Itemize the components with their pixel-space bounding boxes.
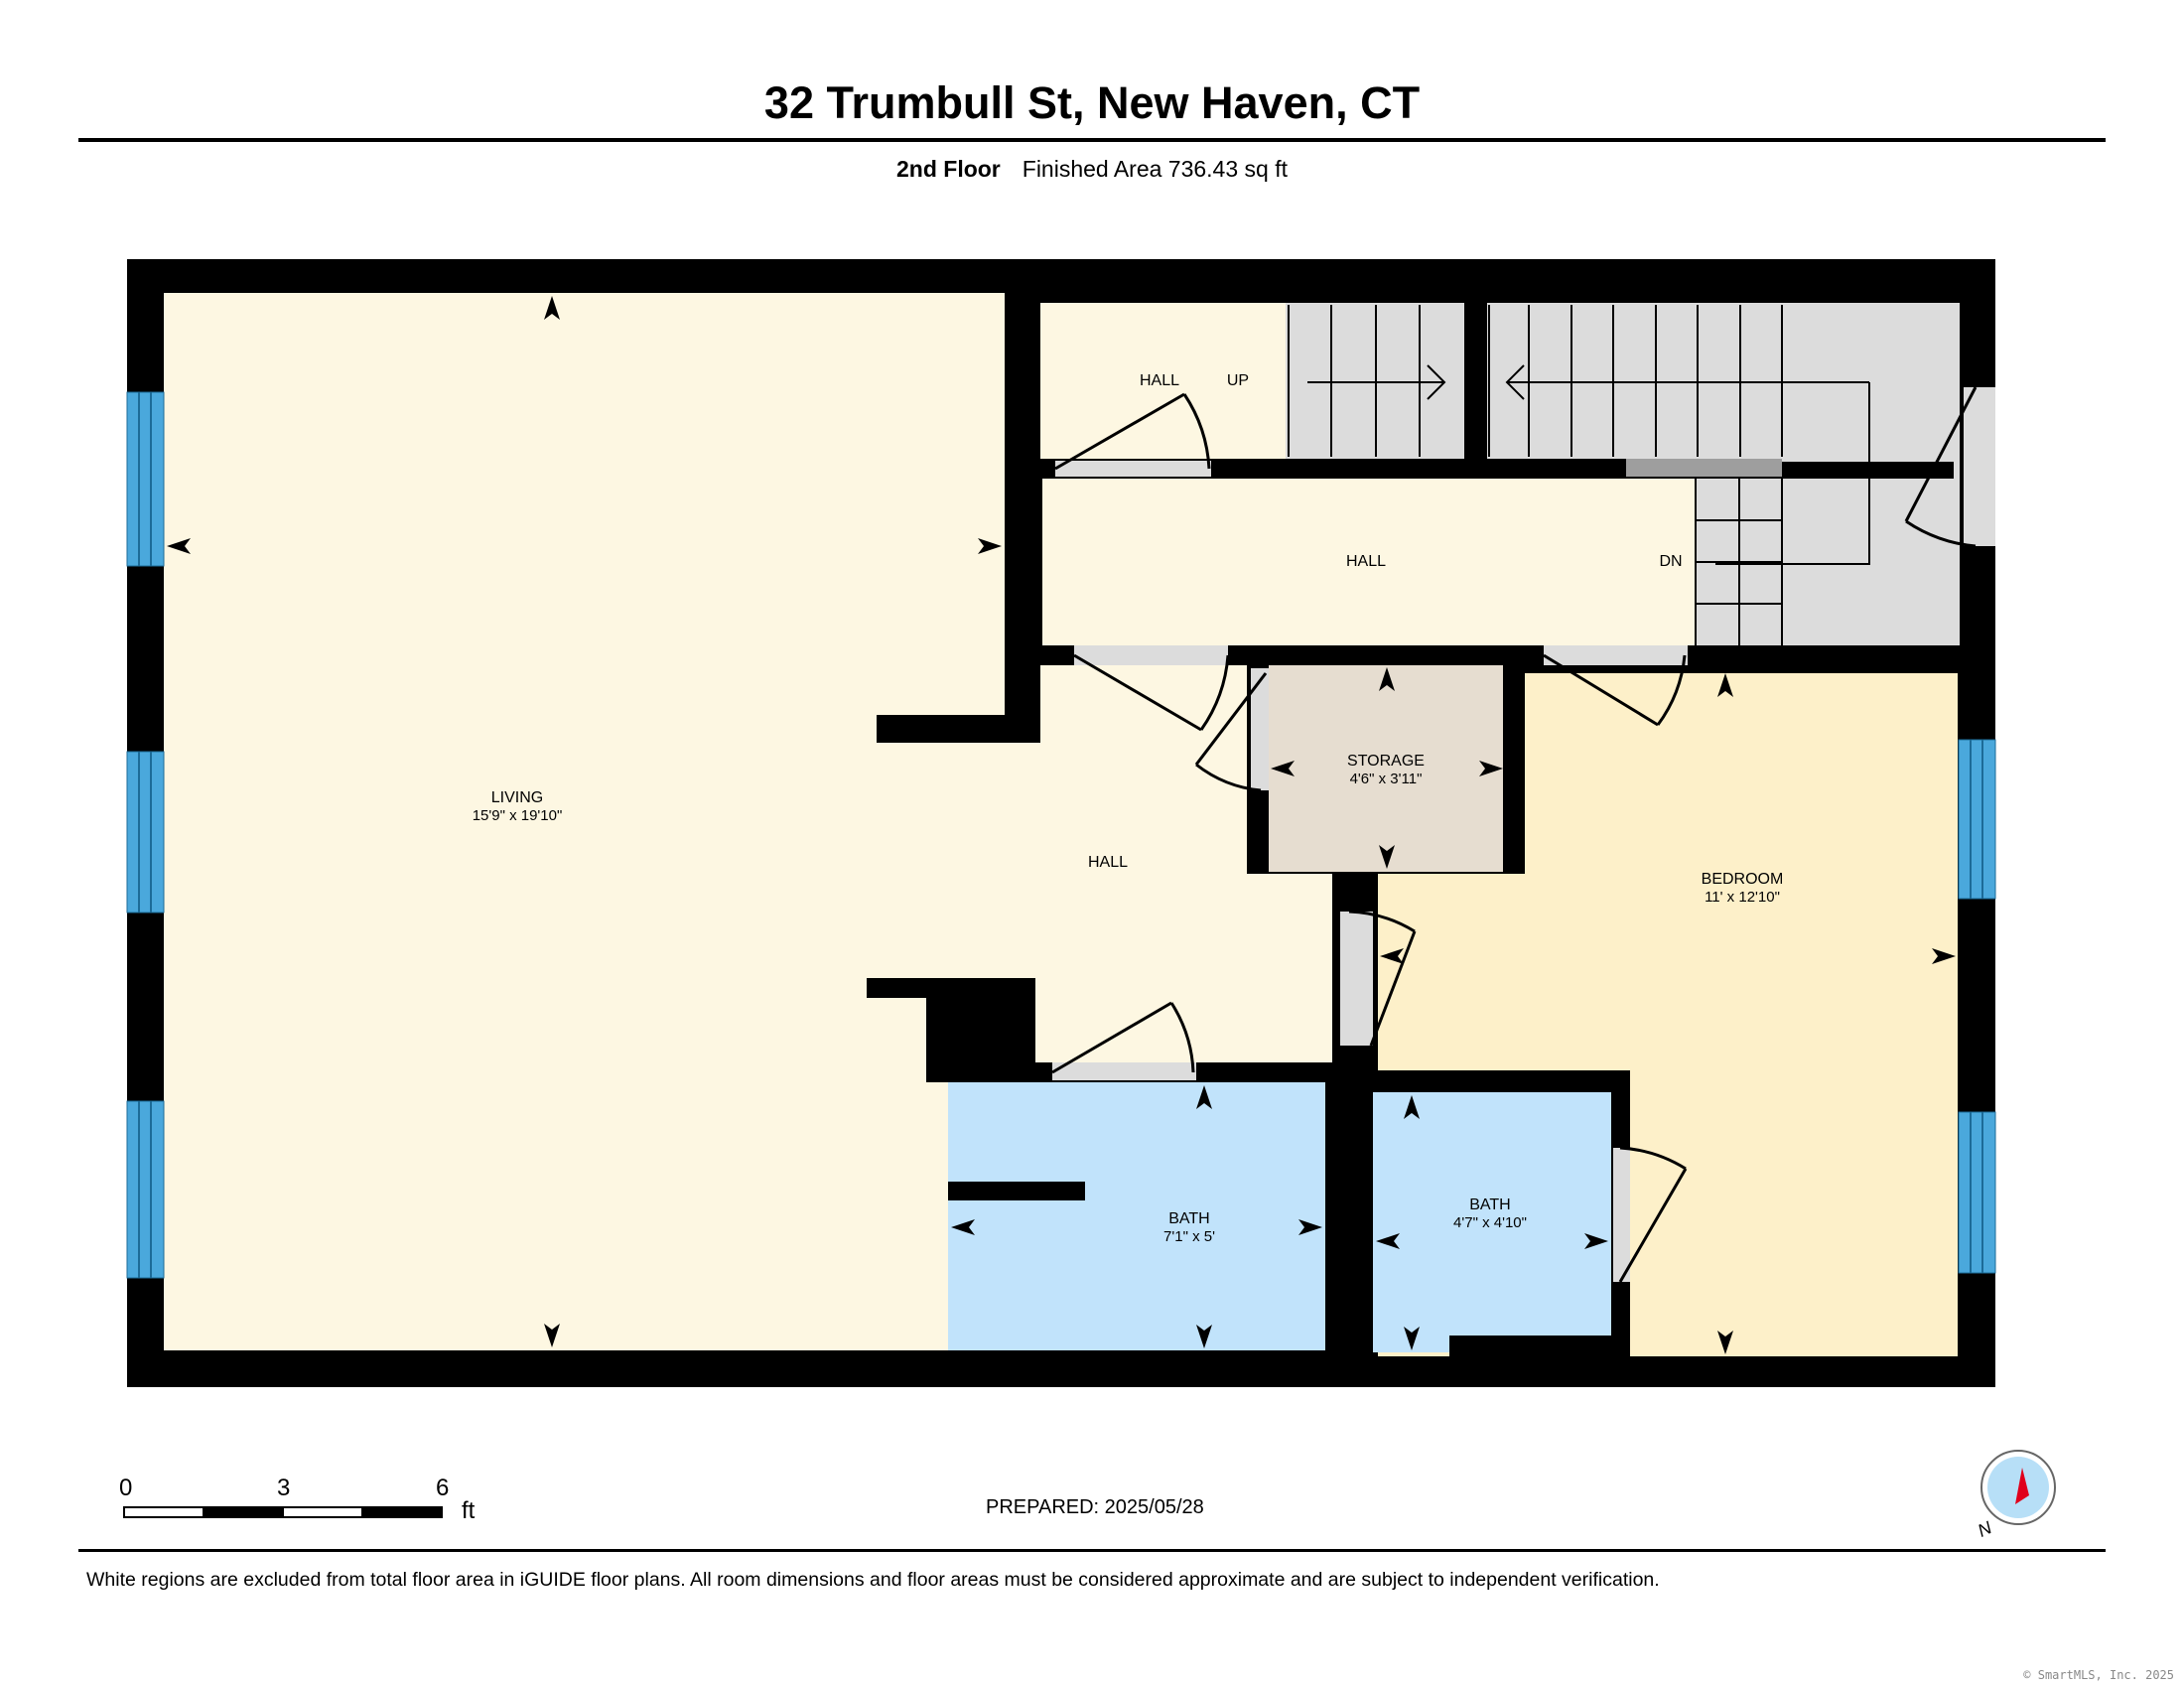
stair-treads <box>1288 305 1870 645</box>
living-label: LIVING <box>491 789 543 806</box>
bath-right-label: BATH <box>1469 1196 1510 1213</box>
windows <box>126 391 1996 1279</box>
hall-mid-label: HALL <box>1346 553 1386 570</box>
bedroom-label: BEDROOM <box>1702 871 1784 888</box>
bath-left <box>948 1082 1325 1350</box>
bath-right <box>1373 1092 1611 1352</box>
floor-name: 2nd Floor <box>895 156 1001 182</box>
stair-landing <box>1691 459 1960 645</box>
bedroom-dims: 11' x 12'10" <box>1705 889 1780 906</box>
storage-label: STORAGE <box>1347 753 1425 770</box>
stairs-up-b <box>1487 303 1960 459</box>
scale-bar <box>123 1506 443 1518</box>
plan-title: 32 Trumbull St, New Haven, CT <box>763 77 1421 128</box>
stair-up-label: UP <box>1227 372 1249 389</box>
living-room <box>164 293 1005 1350</box>
hall-top <box>1039 303 1286 459</box>
scale-tick-3: 3 <box>277 1475 291 1501</box>
hall-center-lower <box>1032 993 1332 1070</box>
living-dims: 15'9" x 19'10" <box>473 807 563 824</box>
footer-rule <box>78 1549 2106 1552</box>
finished-area: Finished Area 736.43 sq ft <box>1022 156 1288 182</box>
storage-dims: 4'6" x 3'11" <box>1350 771 1423 787</box>
bath-left-dims: 7'1" x 5' <box>1163 1228 1215 1245</box>
door-openings <box>1052 387 1995 1282</box>
hall-mid <box>1042 479 1695 645</box>
floor-summary: 2nd Floor Finished Area 736.43 sq ft <box>0 156 2184 183</box>
prepared-date: PREPARED: 2025/05/28 <box>986 1496 1204 1518</box>
stair-down-label: DN <box>1659 553 1682 570</box>
dimension-arrows <box>167 296 1956 1354</box>
bath-right-dims: 4'7" x 4'10" <box>1453 1214 1527 1231</box>
title-rule <box>78 138 2106 142</box>
scale-tick-0: 0 <box>119 1475 133 1501</box>
hall-top-label: HALL <box>1140 372 1179 389</box>
bath-left-label: BATH <box>1168 1210 1209 1227</box>
copyright: © SmartMLS, Inc. 2025 <box>2023 1668 2174 1682</box>
disclaimer: White regions are excluded from total fl… <box>86 1569 1660 1591</box>
window-mullions <box>138 392 1983 1278</box>
scale-unit: ft <box>462 1497 476 1524</box>
compass-icon <box>1980 1450 2056 1525</box>
door-swings <box>1051 386 1978 1283</box>
stair-rail <box>1626 459 1782 477</box>
scale-tick-6: 6 <box>436 1475 450 1501</box>
hall-center-label: HALL <box>1088 854 1128 871</box>
